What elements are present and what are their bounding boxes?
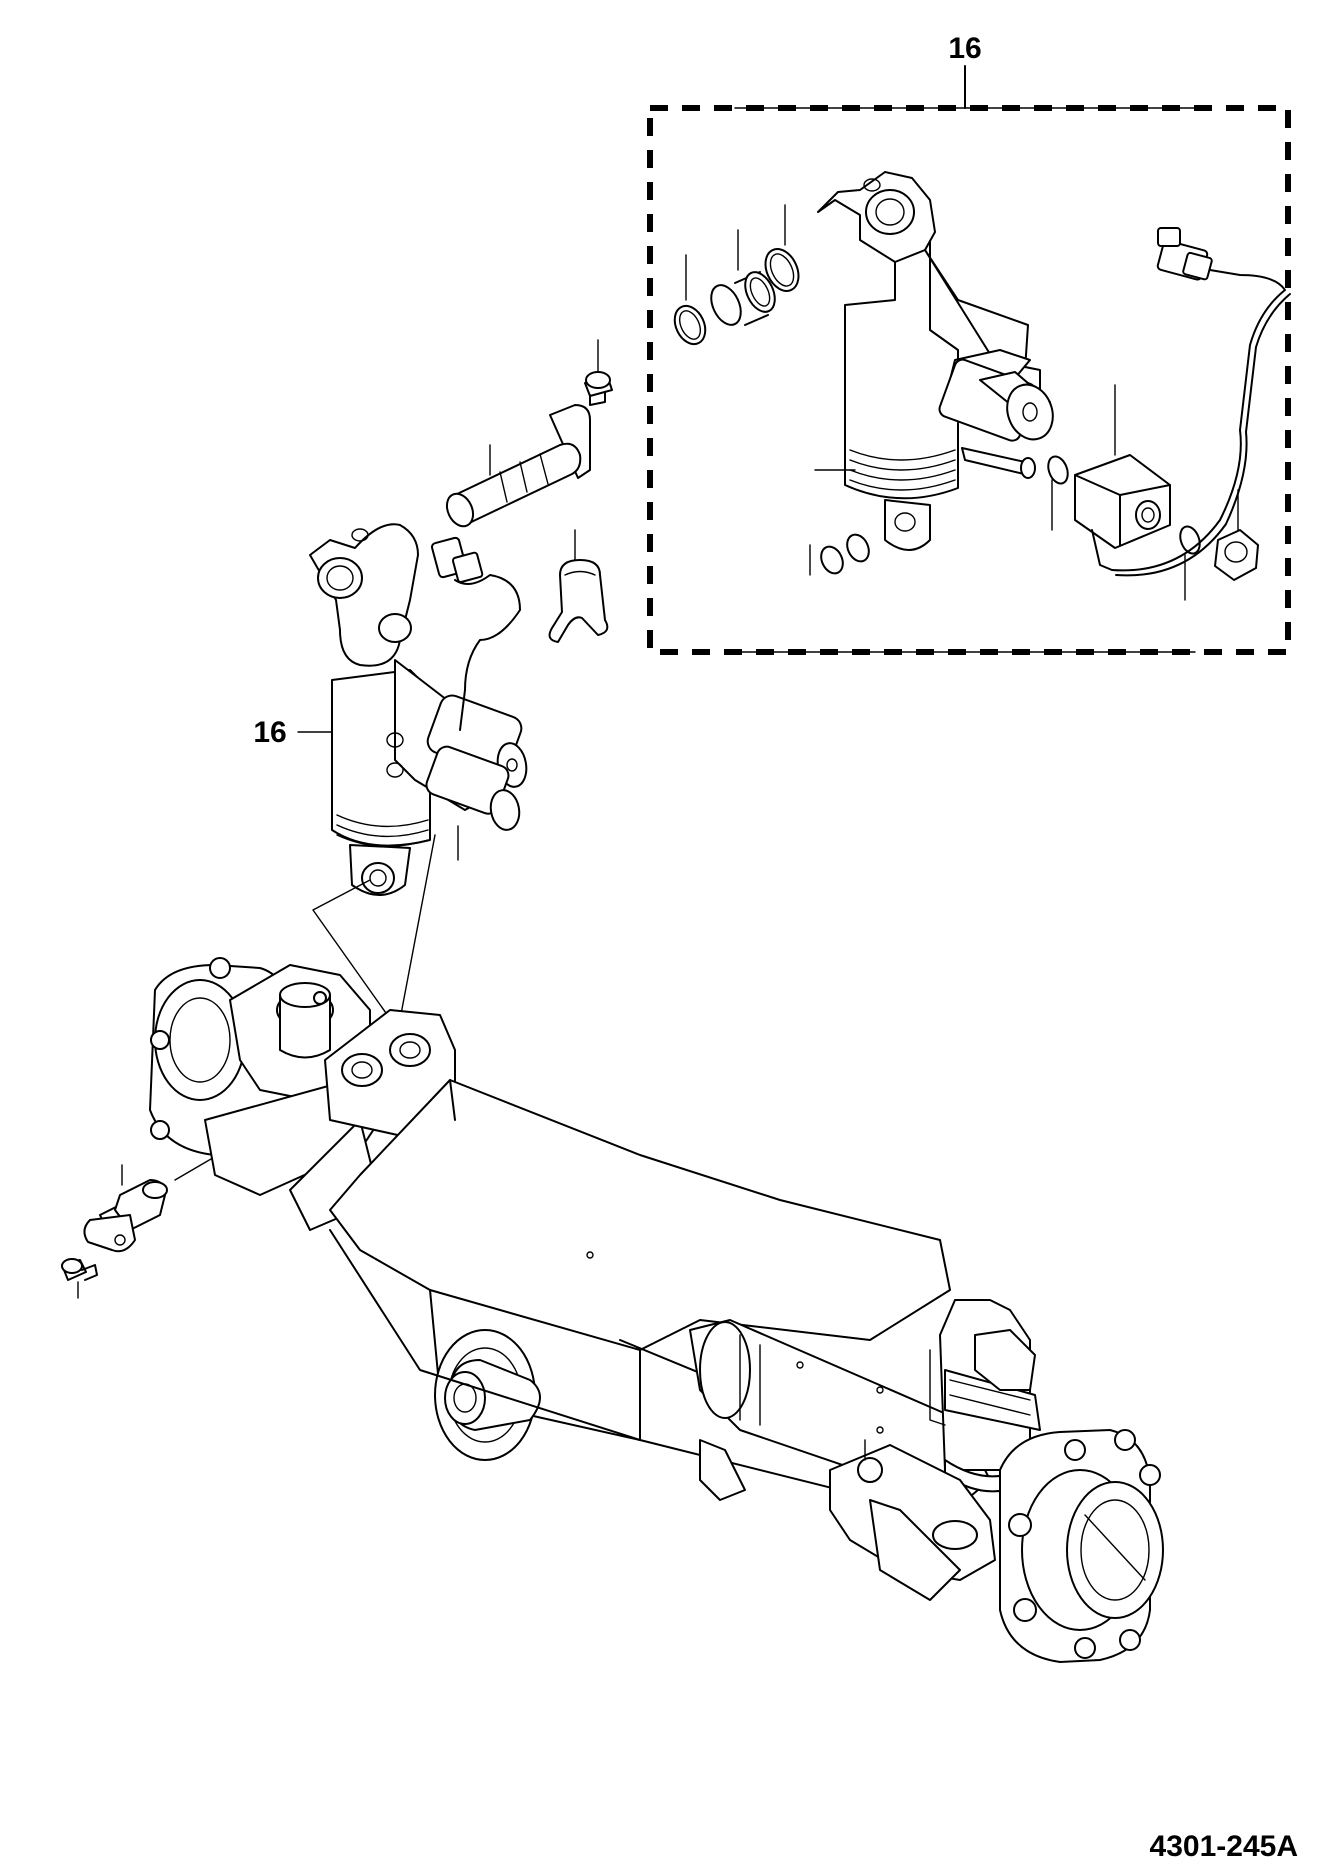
- exploded-parts: [445, 339, 613, 643]
- right-lock-cylinder-icon: [929, 1299, 1041, 1493]
- o-ring-icon: [673, 304, 707, 346]
- pivot-pin-lower-icon: [83, 1179, 168, 1253]
- right-hub-icon: [999, 1429, 1164, 1663]
- o-ring-icon: [820, 545, 844, 575]
- wire-harness-icon: [1111, 227, 1291, 577]
- bolt-lower-icon: [61, 1258, 98, 1281]
- o-ring-inner-icon: [678, 310, 702, 340]
- o-ring-inner-icon: [769, 253, 795, 287]
- lower-left-parts: [61, 1164, 168, 1299]
- drawing-number: 4301-245A: [1150, 1830, 1298, 1863]
- assembled-cylinder: 16: [253, 523, 528, 896]
- lock-cylinder-icon: [817, 171, 1054, 551]
- kit-callout-label: 16: [948, 32, 981, 65]
- nut-icon: [1214, 529, 1259, 581]
- bushing-icon: [710, 271, 776, 326]
- axle-assembly: [149, 957, 1164, 1663]
- bolt-icon: [584, 371, 613, 406]
- o-ring-icon: [846, 533, 870, 563]
- o-ring-icon: [764, 248, 800, 292]
- hose-clip-icon: [548, 559, 609, 643]
- assembly-callout-label: 16: [253, 716, 286, 749]
- kit-group: 16: [647, 32, 1291, 655]
- pivot-pin-icon: [445, 404, 591, 528]
- o-ring-icon: [1047, 455, 1069, 485]
- solenoid-coil-icon: [1074, 454, 1171, 571]
- kit-dashed-border: [647, 105, 1291, 655]
- o-ring-icon: [1179, 525, 1201, 555]
